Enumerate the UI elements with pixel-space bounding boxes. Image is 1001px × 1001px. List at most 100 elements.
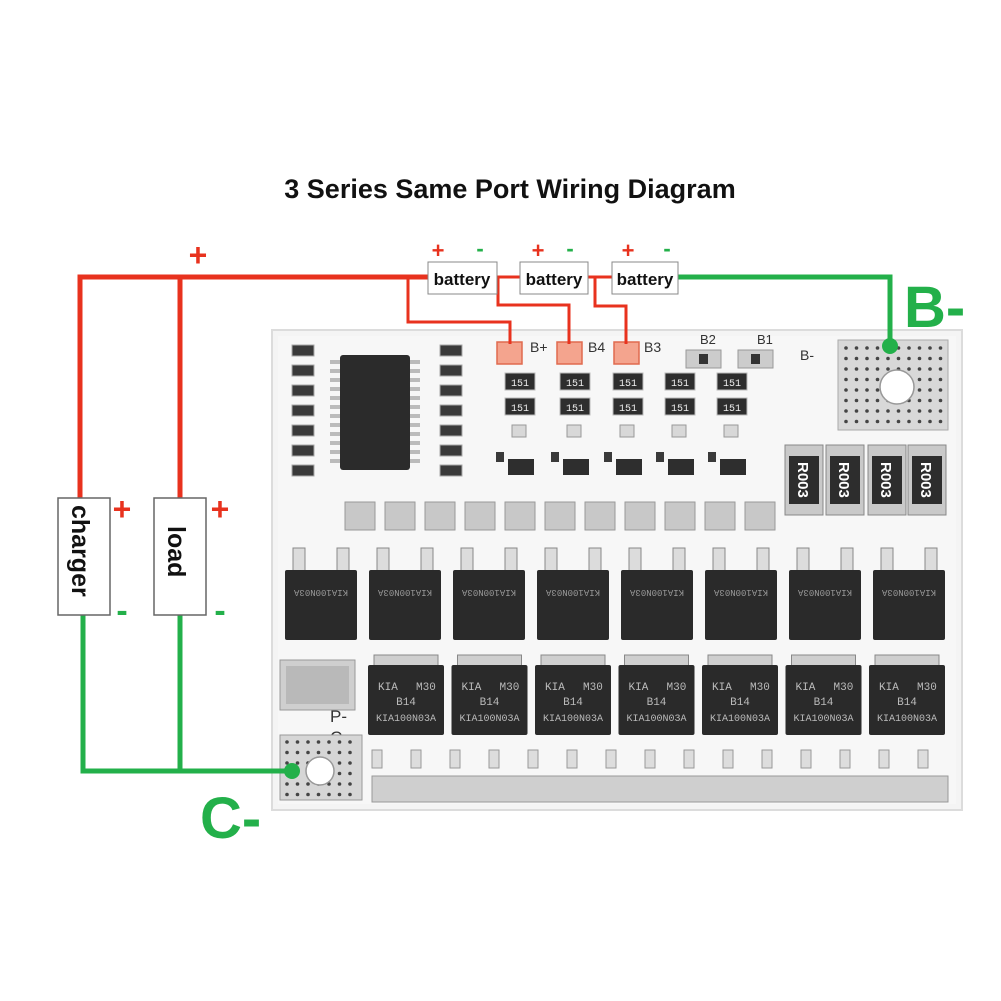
positive-wires	[77, 274, 428, 500]
pad-label-b-plus: B+	[530, 339, 548, 355]
p-minus-pad	[279, 659, 356, 711]
resistor-151: 151	[559, 397, 591, 416]
resistor-151: 151	[612, 397, 644, 416]
b-minus-junction	[882, 338, 898, 354]
control-ic	[330, 355, 420, 470]
battery-2: battery + -	[519, 236, 589, 295]
svg-text:B14: B14	[814, 697, 834, 709]
pad-label-b1: B1	[757, 332, 773, 347]
svg-text:R003: R003	[877, 462, 894, 498]
svg-text:KIA100N03A: KIA100N03A	[797, 587, 852, 597]
mosfet: KIA100N03A	[285, 547, 357, 640]
svg-text:KIA100N03A: KIA100N03A	[710, 714, 770, 725]
resistor-151: 151	[612, 372, 644, 391]
mosfet: KIA100N03A	[873, 547, 945, 640]
svg-text:151: 151	[723, 404, 741, 415]
svg-text:151: 151	[619, 379, 637, 390]
svg-text:KIA: KIA	[462, 682, 482, 694]
pad-label-b-minus: B-	[800, 347, 814, 363]
mosfet: KIA100N03A	[453, 547, 525, 640]
charger-label: charger	[66, 505, 94, 597]
resistor-151: 151	[559, 372, 591, 391]
battery-1-minus: -	[476, 236, 483, 261]
battery-2-label: battery	[526, 270, 583, 289]
terminal-c-minus-label: C-	[200, 786, 261, 851]
load-minus: -	[214, 592, 225, 630]
mosfet: KIA100N03A	[369, 547, 441, 640]
pad-b4	[556, 341, 583, 365]
c-minus-pad	[279, 734, 363, 801]
battery-1-plus: +	[432, 238, 445, 263]
battery-2-minus: -	[566, 236, 573, 261]
terminal-b-minus-label: B-	[904, 275, 965, 340]
svg-text:151: 151	[619, 404, 637, 415]
rail-plus-label: +	[189, 237, 208, 273]
svg-text:KIA: KIA	[378, 682, 398, 694]
battery-2-plus: +	[532, 238, 545, 263]
svg-text:R003: R003	[835, 462, 852, 498]
shunt-resistor: R003	[825, 444, 865, 516]
svg-text:KIA100N03A: KIA100N03A	[376, 714, 436, 725]
battery-3-plus: +	[622, 238, 635, 263]
svg-text:KIA100N03A: KIA100N03A	[545, 587, 600, 597]
pad-label-b2: B2	[700, 332, 716, 347]
svg-text:KIA100N03A: KIA100N03A	[881, 587, 936, 597]
svg-text:KIA: KIA	[629, 682, 649, 694]
mosfet: KIA100N03A	[621, 547, 693, 640]
charger-minus: -	[116, 592, 127, 630]
resistor-151: 151	[716, 397, 748, 416]
pad-b-plus	[496, 341, 523, 365]
resistor-151: 151	[664, 397, 696, 416]
svg-text:KIA: KIA	[796, 682, 816, 694]
svg-text:KIA: KIA	[712, 682, 732, 694]
resistor-151: 151	[504, 372, 536, 391]
svg-text:B14: B14	[396, 697, 416, 709]
svg-text:KIA: KIA	[879, 682, 899, 694]
battery-3-minus: -	[663, 236, 670, 261]
negative-wires	[80, 274, 893, 774]
svg-text:M30: M30	[834, 682, 854, 694]
charger-plus: +	[113, 491, 132, 527]
load-plus: +	[211, 491, 230, 527]
resistor-151: 151	[664, 372, 696, 391]
pad-b3	[613, 341, 640, 365]
mosfet: KIA100N03A	[789, 547, 861, 640]
mosfet: KIA100N03A	[705, 547, 777, 640]
svg-text:M30: M30	[667, 682, 687, 694]
svg-text:KIA100N03A: KIA100N03A	[543, 714, 603, 725]
svg-text:M30: M30	[583, 682, 603, 694]
shunt-resistor: R003	[907, 444, 947, 516]
battery-3-label: battery	[617, 270, 674, 289]
battery-1: battery + -	[427, 236, 498, 295]
svg-text:KIA100N03A: KIA100N03A	[626, 714, 686, 725]
svg-text:M30: M30	[750, 682, 770, 694]
svg-text:KIA100N03A: KIA100N03A	[377, 587, 432, 597]
svg-text:151: 151	[671, 404, 689, 415]
c-minus-junction	[284, 763, 300, 779]
battery-1-label: battery	[434, 270, 491, 289]
pad-label-b3: B3	[644, 339, 661, 355]
mosfet: KIA100N03A	[537, 547, 609, 640]
resistor-151: 151	[504, 397, 536, 416]
b-minus-pad	[837, 339, 949, 431]
svg-text:KIA100N03A: KIA100N03A	[713, 587, 768, 597]
svg-text:B14: B14	[563, 697, 583, 709]
svg-text:KIA100N03A: KIA100N03A	[461, 587, 516, 597]
balance-wires	[406, 275, 628, 344]
resistor-151: 151	[716, 372, 748, 391]
svg-text:B14: B14	[647, 697, 667, 709]
svg-text:151: 151	[671, 379, 689, 390]
battery-3: battery + -	[611, 236, 679, 295]
label-p-minus: P-	[330, 707, 347, 726]
charger-box: charger	[57, 497, 111, 616]
shunt-resistor: R003	[867, 444, 907, 516]
shunt-resistor: R003	[784, 444, 824, 516]
pad-label-b4: B4	[588, 339, 605, 355]
